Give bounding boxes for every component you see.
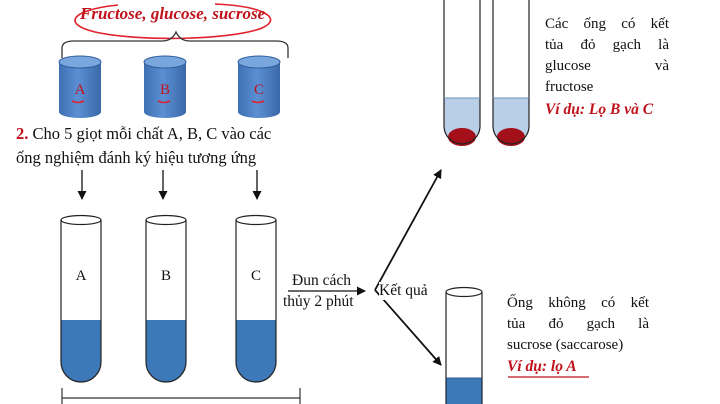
jar-a-label: A (74, 82, 86, 98)
jar-c-underline (251, 100, 265, 104)
positive-result-example: Ví dụ: Lọ B và C (545, 101, 654, 118)
jar-a (58, 55, 102, 118)
tube-a-label: A (75, 268, 87, 284)
negative-result-line2: tủa đỏ gạch là (507, 316, 649, 332)
jar-a-underline (71, 100, 85, 104)
jar-c-label: C (253, 82, 264, 98)
tube-b (145, 214, 187, 383)
tube-c (235, 214, 277, 383)
negative-result-example: Ví dụ: lọ A (507, 358, 577, 375)
tube-b-label: B (160, 268, 171, 284)
heading-highlight-ellipse (74, 3, 272, 40)
positive-result-line4: fructose (545, 79, 594, 95)
result-label: Kết quả (379, 282, 428, 300)
heating-line1: Đun cách (292, 272, 351, 289)
jar-b-label: B (159, 82, 170, 98)
negative-result-line1: Ống không có kết (507, 295, 649, 311)
step2-line2: ống nghiệm đánh ký hiệu tương ứng (16, 148, 257, 167)
tube-c-label: C (250, 268, 261, 284)
result-tube-positive-1 (443, 0, 481, 146)
result-tube-negative (445, 286, 483, 404)
positive-result-line3: glucose và (545, 58, 669, 74)
jar-b-underline (157, 100, 171, 104)
negative-result-line3: sucrose (saccarose) (507, 337, 624, 353)
positive-result-line1: Các ống có kết (545, 16, 669, 32)
jar-c (237, 55, 281, 118)
bottom-brace (61, 388, 301, 404)
arrow-to-negative (374, 289, 442, 366)
sugars-heading: Fructose, glucose, sucrose (80, 4, 266, 23)
top-brace (61, 30, 289, 58)
jar-b (143, 55, 187, 118)
arrow-to-positive (374, 169, 442, 291)
step2-line1: 2. Cho 5 giọt mỗi chất A, B, C vào các (16, 124, 271, 144)
step2-text-line1: Cho 5 giọt mỗi chất A, B, C vào các (28, 124, 272, 143)
result-tube-positive-2 (492, 0, 530, 146)
positive-result-line2: tủa đỏ gạch là (545, 37, 669, 53)
tube-a (60, 214, 102, 383)
step2-number: 2. (16, 124, 29, 143)
heating-line2: thủy 2 phút (283, 293, 354, 310)
